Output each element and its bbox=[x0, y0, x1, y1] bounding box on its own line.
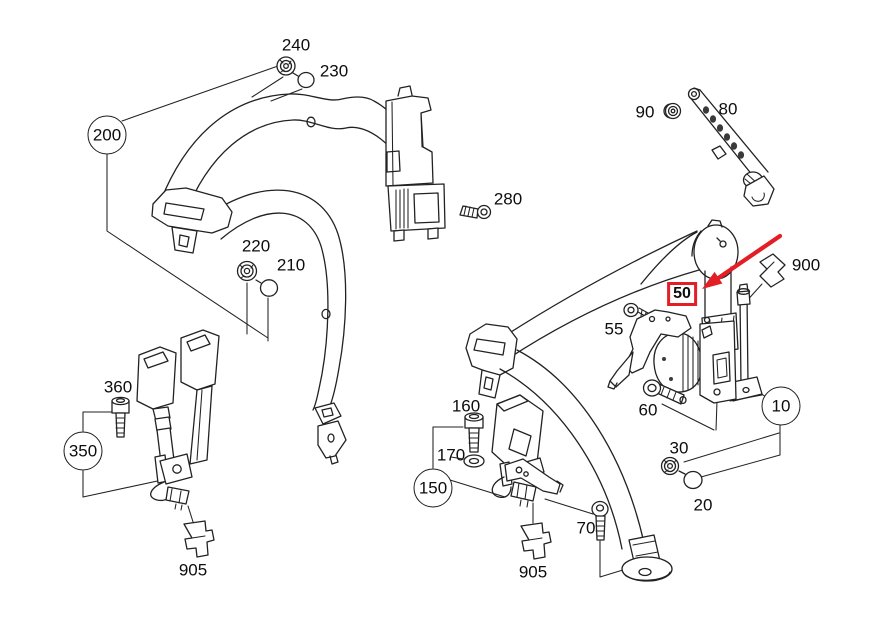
dual-buckle-assembly bbox=[136, 329, 220, 511]
screw-60 bbox=[642, 379, 687, 405]
callout-20[interactable]: 20 bbox=[693, 495, 713, 515]
connector-905-left bbox=[183, 520, 215, 558]
callout-70[interactable]: 70 bbox=[576, 518, 596, 538]
right-lap-belt bbox=[499, 349, 673, 582]
highlight-arrow bbox=[702, 233, 783, 289]
washer-90 bbox=[663, 102, 682, 120]
grommet-240 bbox=[276, 56, 296, 76]
grommet-220 bbox=[236, 260, 258, 282]
callout-280[interactable]: 280 bbox=[493, 189, 523, 209]
callout-220[interactable]: 220 bbox=[241, 236, 271, 256]
callout-50[interactable]: 50 bbox=[667, 282, 697, 306]
button-20 bbox=[678, 470, 703, 490]
callout-240[interactable]: 240 bbox=[281, 35, 311, 55]
rail-80 bbox=[687, 87, 775, 207]
button-230 bbox=[292, 71, 315, 89]
callout-230[interactable]: 230 bbox=[319, 61, 349, 81]
callout-905-left[interactable]: 905 bbox=[178, 560, 208, 580]
clip-900 bbox=[759, 253, 786, 288]
callout-350[interactable]: 350 bbox=[63, 431, 103, 471]
right-shoulder-belt bbox=[496, 230, 700, 361]
callout-360[interactable]: 360 bbox=[103, 377, 133, 397]
left-belt-assembly bbox=[82, 56, 492, 558]
belt-pulley bbox=[640, 219, 739, 285]
left-leader-lines bbox=[82, 65, 303, 526]
buckle-150 bbox=[491, 394, 564, 508]
callout-210[interactable]: 210 bbox=[276, 255, 306, 275]
screw-280 bbox=[459, 204, 492, 220]
left-retractor bbox=[385, 85, 446, 242]
button-210 bbox=[255, 279, 279, 297]
callout-55[interactable]: 55 bbox=[604, 319, 624, 339]
callout-90[interactable]: 90 bbox=[635, 102, 655, 122]
callout-160[interactable]: 160 bbox=[451, 396, 481, 416]
screw-360 bbox=[111, 396, 130, 438]
grommet-30 bbox=[660, 456, 680, 476]
callout-170[interactable]: 170 bbox=[436, 445, 466, 465]
washer-170 bbox=[463, 454, 485, 468]
callout-200[interactable]: 200 bbox=[87, 115, 127, 155]
callout-30[interactable]: 30 bbox=[669, 438, 689, 458]
callout-10[interactable]: 10 bbox=[761, 386, 801, 426]
callout-905-center[interactable]: 905 bbox=[518, 562, 548, 582]
center-latch-tongue bbox=[465, 323, 518, 399]
screw-160 bbox=[464, 412, 484, 453]
retractor-mechanism bbox=[653, 316, 737, 404]
callout-150[interactable]: 150 bbox=[413, 468, 453, 508]
callout-80[interactable]: 80 bbox=[718, 99, 738, 119]
left-latch-tongue bbox=[151, 187, 233, 254]
right-belt-assembly bbox=[432, 87, 786, 582]
callout-900[interactable]: 900 bbox=[791, 255, 821, 275]
connector-905-center bbox=[520, 522, 552, 560]
bracket-55 bbox=[607, 302, 692, 390]
callout-60[interactable]: 60 bbox=[638, 400, 658, 420]
screw-70 bbox=[591, 500, 609, 541]
left-lap-belt bbox=[199, 189, 347, 465]
